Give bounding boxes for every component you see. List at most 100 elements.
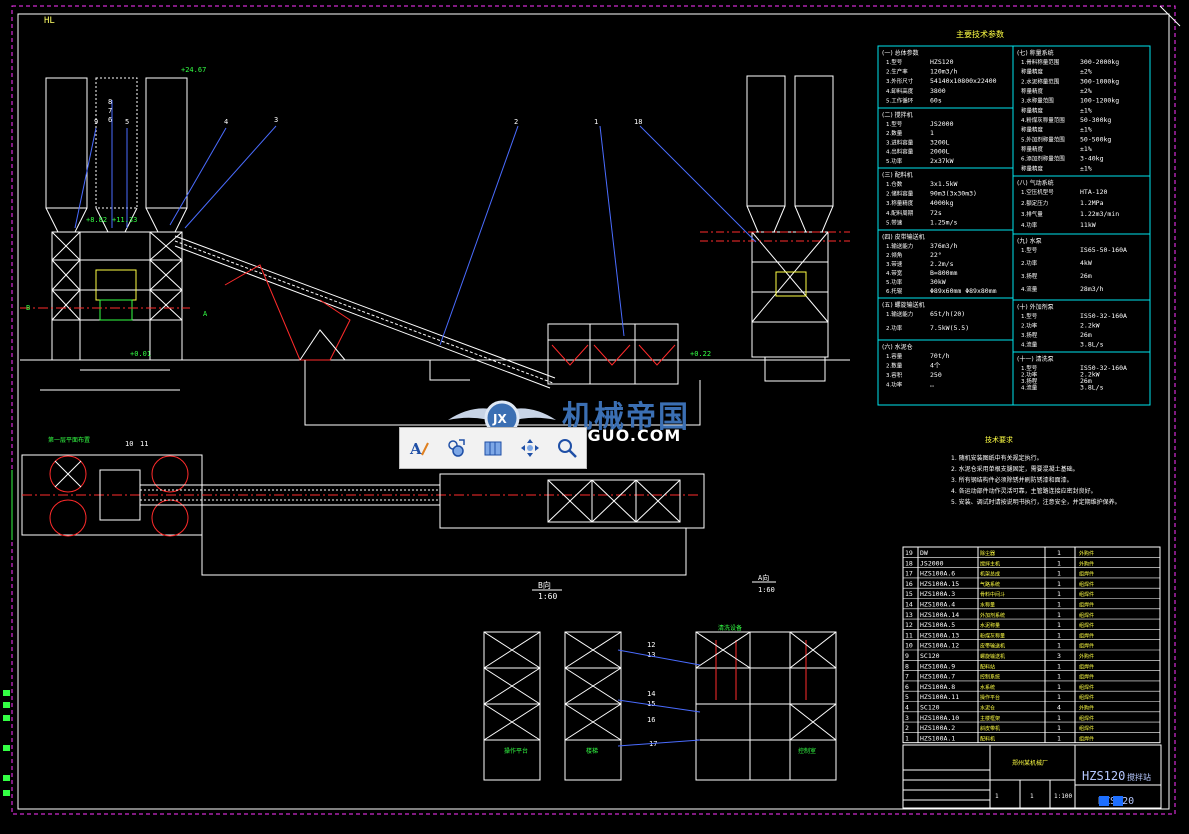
plan-view [11,454,705,576]
zoom-button[interactable] [552,433,582,463]
text-style-button[interactable]: A [404,433,434,463]
params-row-label: 4.卸料高度 [886,87,914,95]
callout-9: 9 [94,118,98,126]
bom-cell-qty: 4 [1057,704,1061,712]
params-row-value: 30kW [930,278,946,286]
level-mark-top: +24.67 [181,66,206,74]
tech-note-line: 3. 所有钢结构件必须除锈并刷防锈漆和面漆。 [951,476,1073,484]
params-row-value: 2.2m/s [930,260,954,268]
frame-2 [564,631,622,781]
params-row-label: 1.型号 [1021,364,1038,372]
params-row-label: 5.功率 [886,278,903,286]
tech-notes: 1. 随机安装图纸中有关规定执行。2. 水泥仓采用单根支腿固定，需要混凝土基础。… [951,454,1121,506]
bom-cell-note: 外购件 [1079,705,1094,712]
params-row-label: 3.称量精度 [886,199,914,207]
bom-cell-note: 组焊件 [1079,632,1094,639]
tech-note-line: 5. 安装、调试时请按说明书执行，注意安全，并定期维护保养。 [951,498,1121,506]
params-row-label: 3.外形尺寸 [886,77,914,85]
bom-cell-code: HZS100A.5 [920,621,955,629]
pan-button[interactable] [515,433,545,463]
table-button[interactable] [478,433,508,463]
params-row-label: 6.托辊 [886,287,903,295]
bom-cell-code: HZS100A.14 [920,611,959,619]
params-row-label: 称量精度 [1021,106,1044,114]
stair-label: 楼梯 [586,747,598,755]
params-row-value: 26m [1080,377,1092,385]
params-row-label: 称量精度 [1021,87,1044,95]
params-row-value: 1.2MPa [1080,199,1104,207]
bom-cell-qty: 1 [1057,580,1061,588]
params-section-title: 主要技术参数 [956,29,1004,39]
bom-cell-note: 组焊件 [1079,622,1094,629]
bom-cell-name: 配料站 [980,663,995,670]
params-row-label: 2.生产率 [886,68,908,76]
params-row-label: 2.水泥称量范围 [1021,77,1060,85]
bom-cell-qty: 1 [1057,693,1061,701]
view-b-marker: B [26,304,30,312]
bom-cell-no: 12 [905,621,913,629]
bom-cell-note: 组焊件 [1079,663,1094,670]
params-row-value: 4kW [1080,259,1092,267]
params-row-value: HZS120 [930,58,954,66]
params-row-label: 称量精度 [1021,68,1044,76]
params-row-value: 300-1000kg [1080,77,1119,85]
bom-cell-note: 外购件 [1079,653,1094,660]
params-row-value: 4个 [930,362,941,370]
params-row-label: 5.工作循环 [886,96,914,104]
callout-11: 11 [140,440,148,448]
params-row-label: 2.储料容量 [886,190,914,198]
table-icon [484,441,502,456]
bom-cell-no: 11 [905,631,913,639]
bom-cell-no: 7 [905,673,909,681]
bom-cell-code: HZS100A.12 [920,642,959,650]
selection-grip[interactable] [1099,796,1109,806]
bom-cell-no: 10 [905,642,913,650]
pump-label: 清洗设备 [718,624,742,632]
bom-cell-no: 2 [905,724,909,732]
params-row-label: 4.带宽 [886,269,903,277]
bom-cell-no: 17 [905,570,913,578]
params-row-label: 1.容量 [886,352,903,360]
bom-cell-name: 水系统 [980,684,995,691]
bom-cell-name: 水称量 [980,602,995,609]
bom-cell-code: HZS100A.2 [920,724,955,732]
bom-cell-qty: 1 [1057,734,1061,742]
bom-cell-no: 4 [905,704,909,712]
bom-cell-qty: 1 [1057,570,1061,578]
bom-cell-name: 搅拌主机 [980,560,1000,567]
params-row-value: 3-40kg [1080,155,1104,163]
bom-cell-qty: 1 [1057,631,1061,639]
bom-border [902,546,1161,744]
bom-cell-no: 1 [905,734,909,742]
tech-note-line: 2. 水泥仓采用单根支腿固定，需要混凝土基础。 [951,465,1079,473]
params-row-value: 3200L [930,138,950,146]
cement-silo-left [45,77,188,233]
bom-cell-no: 19 [905,549,913,557]
params-row-value: 1.25m/s [930,218,957,226]
params-row-value: 3800 [930,87,946,95]
bom-cell-no: 5 [905,693,909,701]
view-b-scale: 1:60 [538,592,557,601]
layer-button[interactable] [441,433,471,463]
params-row-value: 26m [1080,272,1092,280]
callout-17: 17 [649,740,657,748]
section-view-labels: B向 1:60 A向 1:60 [532,573,776,601]
params-row-value: 4000kg [930,199,954,207]
params-row-label: 3.带速 [886,261,903,268]
params-row-value: 72s [930,209,942,217]
level-mark-4: +0.01 [130,350,151,358]
callout-leaders [74,100,757,346]
params-section-head: (二) 搅拌机 [882,111,913,119]
callout-15: 15 [647,700,655,708]
plan-view-label: 第一层平面布置 [48,436,90,444]
bom-cell-qty: 1 [1057,559,1061,567]
bom-cell-note: 组焊件 [1079,571,1094,578]
params-row-label: 称量精度 [1021,164,1044,172]
params-row-value: 1.22m3/min [1080,210,1119,218]
selection-grip-2[interactable] [1113,796,1123,806]
left-margin-markers [3,690,10,796]
bom-cell-code: HZS100A.9 [920,662,955,670]
bom-cell-code: JS2000 [920,559,944,567]
